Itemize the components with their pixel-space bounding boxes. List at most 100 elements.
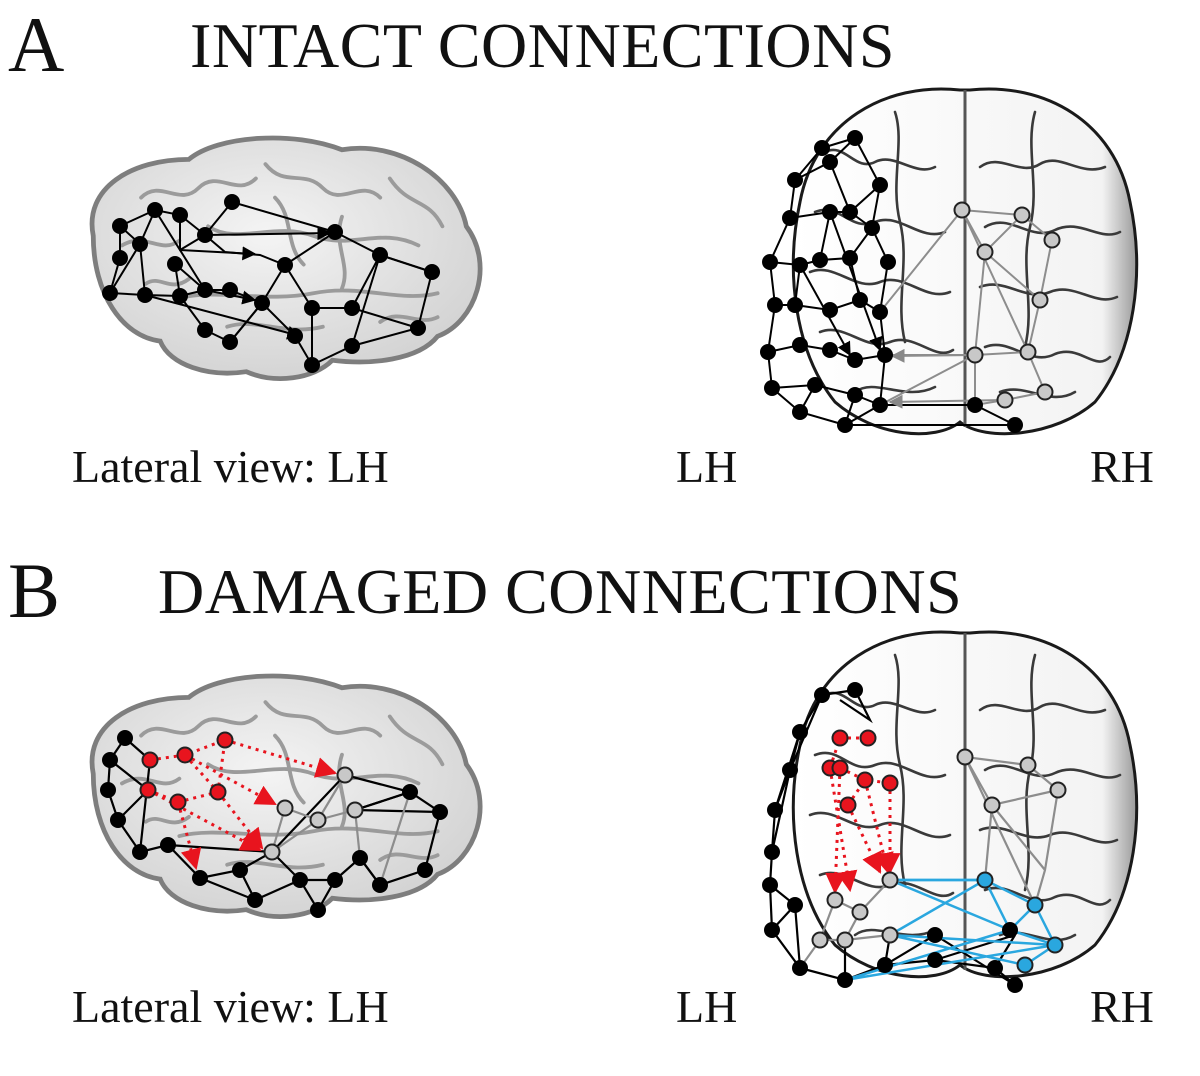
panel-a-lateral-label: Lateral view: LH: [72, 441, 389, 492]
network-node: [169, 793, 187, 811]
network-node: [956, 748, 974, 766]
network-node: [877, 347, 893, 363]
network-node: [310, 902, 326, 918]
panel-b-dorsal-compensatory-nodes: [976, 871, 1064, 974]
network-node: [812, 252, 828, 268]
network-node: [1043, 231, 1061, 249]
network-node: [172, 207, 188, 223]
network-node: [304, 357, 320, 373]
network-node: [976, 871, 994, 889]
network-node: [1031, 291, 1049, 309]
panel-a-dorsal-left-nodes: [760, 130, 1023, 433]
network-node: [336, 766, 354, 784]
network-node: [847, 352, 863, 368]
network-node: [276, 799, 294, 817]
network-node: [292, 872, 308, 888]
network-node: [842, 250, 858, 266]
network-node: [792, 404, 808, 420]
network-node: [762, 254, 778, 270]
network-node: [953, 201, 971, 219]
network-node: [764, 922, 780, 938]
network-node: [1016, 956, 1034, 974]
network-node: [881, 871, 899, 889]
network-node: [141, 751, 159, 769]
network-node: [764, 844, 780, 860]
network-node: [872, 304, 888, 320]
network-node: [822, 302, 838, 318]
network-node: [966, 346, 984, 364]
network-node: [352, 850, 368, 866]
network-node: [277, 257, 293, 273]
panel-a-lateral-network: [102, 194, 440, 373]
network-node: [1036, 383, 1054, 401]
network-node: [372, 877, 388, 893]
network-node: [859, 729, 877, 747]
network-node: [792, 960, 808, 976]
network-node: [852, 292, 868, 308]
network-node: [927, 952, 943, 968]
network-node: [826, 891, 844, 909]
network-node: [327, 224, 343, 240]
network-node: [822, 204, 838, 220]
panel-b-lh-label: LH: [676, 981, 738, 1032]
network-node: [927, 927, 943, 943]
network-node: [836, 931, 854, 949]
network-node: [410, 320, 426, 336]
network-node: [764, 380, 780, 396]
network-node: [304, 300, 320, 316]
network-node: [1046, 936, 1064, 954]
panel-a-letter: A: [8, 1, 65, 88]
network-node: [782, 762, 798, 778]
network-node: [792, 337, 808, 353]
network-node: [842, 204, 858, 220]
network-node: [1019, 756, 1037, 774]
network-node: [232, 862, 248, 878]
panel-b-lateral-intact-nodes: [100, 730, 448, 918]
network-node: [822, 154, 838, 170]
panel-a-lh-label: LH: [676, 441, 738, 492]
network-node: [976, 243, 994, 261]
network-node: [814, 687, 830, 703]
network-node: [847, 387, 863, 403]
panel-b-lateral-label: Lateral view: LH: [72, 981, 389, 1032]
network-node: [110, 812, 126, 828]
network-node: [100, 782, 116, 798]
network-node: [254, 295, 270, 311]
network-node: [102, 285, 118, 301]
panel-a-dorsal-right-nodes: [953, 201, 1061, 409]
network-node: [112, 250, 128, 266]
panel-a-rh-label: RH: [1090, 441, 1154, 492]
network-node: [837, 417, 853, 433]
network-node: [372, 247, 388, 263]
panel-b-dorsal-damaged-nodes: [821, 729, 899, 814]
network-node: [112, 218, 128, 234]
network-node: [309, 811, 327, 829]
network-node: [872, 177, 888, 193]
network-node: [247, 892, 263, 908]
network-node: [176, 746, 194, 764]
network-node: [209, 783, 227, 801]
network-node: [996, 391, 1014, 409]
panel-a-dorsal-network: [760, 130, 1061, 433]
network-node: [831, 759, 849, 777]
network-node: [814, 140, 830, 156]
network-node: [1019, 343, 1037, 361]
network-node: [864, 220, 880, 236]
network-node: [877, 957, 893, 973]
network-node: [1013, 206, 1031, 224]
network-node: [327, 872, 343, 888]
network-node: [851, 903, 869, 921]
panel-a-lateral-arrows: [144, 226, 332, 340]
network-node: [132, 236, 148, 252]
network-node: [1049, 781, 1067, 799]
network-node: [787, 172, 803, 188]
network-node: [197, 227, 213, 243]
network-node: [881, 774, 899, 792]
network-node: [224, 194, 240, 210]
network-node: [417, 862, 433, 878]
network-node: [872, 397, 888, 413]
network-node: [983, 796, 1001, 814]
network-node: [197, 282, 213, 298]
network-node: [160, 837, 176, 853]
